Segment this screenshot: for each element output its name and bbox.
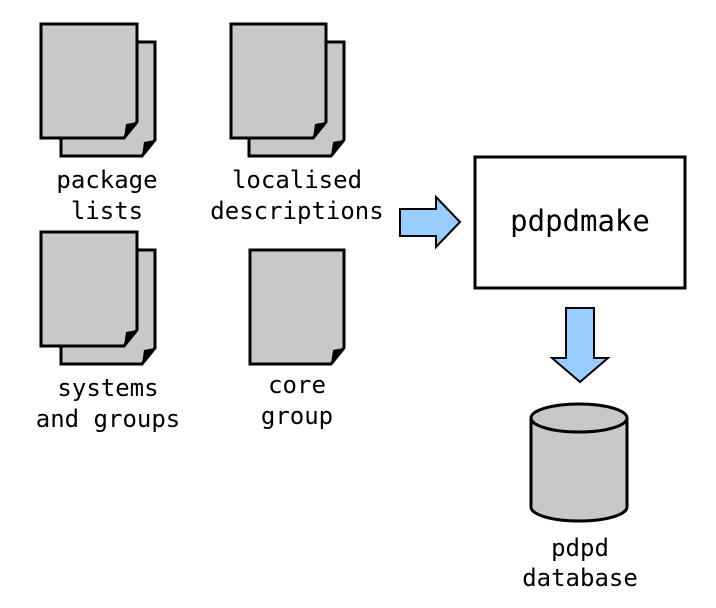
document-icon [248, 248, 346, 366]
document-stack-icon [39, 22, 157, 158]
page-fold [313, 122, 326, 138]
pdpd-database-node: pdpd database [522, 402, 638, 592]
package-lists-label-line2: lists [71, 197, 143, 225]
systems-and-groups-label-line2: and groups [36, 405, 181, 433]
page-fold [331, 348, 344, 364]
document-stack-icon [229, 22, 346, 158]
localised-descriptions-node: localised descriptions [210, 22, 384, 225]
core-group-node: core group [248, 248, 346, 430]
core-group-label-line1: core [268, 371, 326, 399]
page-fold [142, 140, 155, 156]
front-page [39, 22, 139, 140]
database-label-line1: pdpd [551, 534, 609, 562]
front-page [229, 22, 328, 140]
process-box [473, 155, 687, 290]
pdpdmake-process-node: pdpdmake [473, 155, 687, 290]
page [248, 248, 346, 366]
page-fold [331, 140, 344, 156]
localised-descriptions-label-line2: descriptions [210, 197, 383, 225]
page-fold [124, 122, 137, 138]
process-label: pdpdmake [510, 204, 650, 238]
page-fold [124, 330, 137, 346]
systems-and-groups-label-line1: systems [57, 374, 158, 402]
document-stack-icon [39, 230, 157, 366]
database-label-line2: database [522, 564, 638, 592]
cylinder-body [529, 402, 629, 523]
package-lists-label-line1: package [56, 166, 157, 194]
core-group-label-line2: group [261, 402, 333, 430]
database-cylinder-icon [529, 402, 629, 523]
localised-descriptions-label-line1: localised [232, 166, 362, 194]
front-page [39, 230, 139, 348]
page-fold [142, 348, 155, 364]
package-lists-node: package lists [39, 22, 158, 225]
arrow-right-icon [399, 194, 462, 250]
arrow-down-icon [549, 307, 611, 384]
cylinder-top-rim [529, 417, 629, 434]
systems-and-groups-node: systems and groups [36, 230, 181, 433]
